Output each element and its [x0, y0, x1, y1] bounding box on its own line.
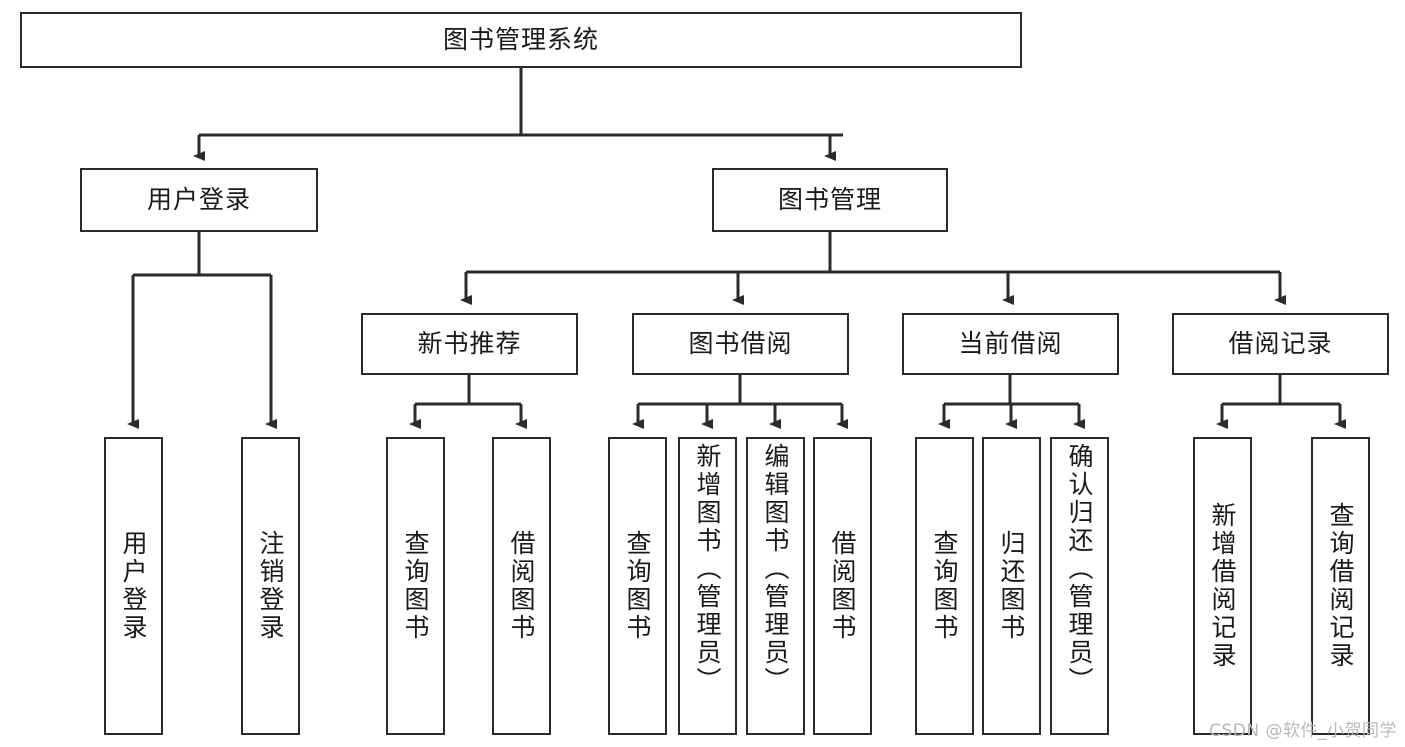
node-leaf-edit-book-label: 编辑图书（管理员）: [761, 443, 790, 695]
node-leaf-borrow-book-1-label: 借阅图书: [507, 530, 536, 642]
node-leaf-add-record[interactable]: 新增借阅记录: [1193, 437, 1252, 735]
node-leaf-add-record-label: 新增借阅记录: [1208, 502, 1237, 670]
node-root-label: 图书管理系统: [442, 25, 599, 55]
node-leaf-query-book-2-label: 查询图书: [623, 530, 652, 642]
node-leaf-add-book[interactable]: 新增图书（管理员）: [678, 437, 737, 735]
node-current-borrow-label: 当前借阅: [958, 329, 1063, 359]
node-current-borrow[interactable]: 当前借阅: [902, 313, 1119, 375]
node-borrow-record-label: 借阅记录: [1228, 329, 1333, 359]
node-leaf-user-login[interactable]: 用户登录: [104, 437, 163, 735]
node-leaf-query-book-2[interactable]: 查询图书: [608, 437, 667, 735]
node-new-book-rec-label: 新书推荐: [417, 329, 522, 359]
node-leaf-borrow-book-2[interactable]: 借阅图书: [813, 437, 872, 735]
node-leaf-borrow-book-1[interactable]: 借阅图书: [492, 437, 551, 735]
node-leaf-confirm-return-label: 确认归还（管理员）: [1065, 443, 1094, 695]
node-book-manage[interactable]: 图书管理: [712, 168, 948, 232]
node-leaf-query-record[interactable]: 查询借阅记录: [1311, 437, 1370, 735]
node-leaf-logout[interactable]: 注销登录: [241, 437, 300, 735]
node-user-login-label: 用户登录: [146, 185, 251, 215]
node-book-manage-label: 图书管理: [777, 185, 882, 215]
node-leaf-query-book-1[interactable]: 查询图书: [386, 437, 445, 735]
node-leaf-user-login-label: 用户登录: [119, 530, 148, 642]
node-leaf-borrow-book-2-label: 借阅图书: [828, 530, 857, 642]
node-leaf-add-book-label: 新增图书（管理员）: [693, 443, 722, 695]
node-borrow-record[interactable]: 借阅记录: [1172, 313, 1389, 375]
node-leaf-query-record-label: 查询借阅记录: [1326, 502, 1355, 670]
node-new-book-rec[interactable]: 新书推荐: [361, 313, 578, 375]
node-leaf-return-book-label: 归还图书: [997, 530, 1026, 642]
node-user-login[interactable]: 用户登录: [80, 168, 318, 232]
watermark: CSDN @软件_小贺同学: [1209, 721, 1397, 741]
node-leaf-query-book-1-label: 查询图书: [401, 530, 430, 642]
node-leaf-query-book-3[interactable]: 查询图书: [915, 437, 974, 735]
node-leaf-return-book[interactable]: 归还图书: [982, 437, 1041, 735]
node-book-borrow-label: 图书借阅: [688, 329, 793, 359]
node-book-borrow[interactable]: 图书借阅: [632, 313, 849, 375]
node-leaf-edit-book[interactable]: 编辑图书（管理员）: [746, 437, 805, 735]
node-leaf-query-book-3-label: 查询图书: [930, 530, 959, 642]
node-leaf-logout-label: 注销登录: [256, 530, 285, 642]
node-root[interactable]: 图书管理系统: [20, 12, 1022, 68]
node-leaf-confirm-return[interactable]: 确认归还（管理员）: [1050, 437, 1109, 735]
